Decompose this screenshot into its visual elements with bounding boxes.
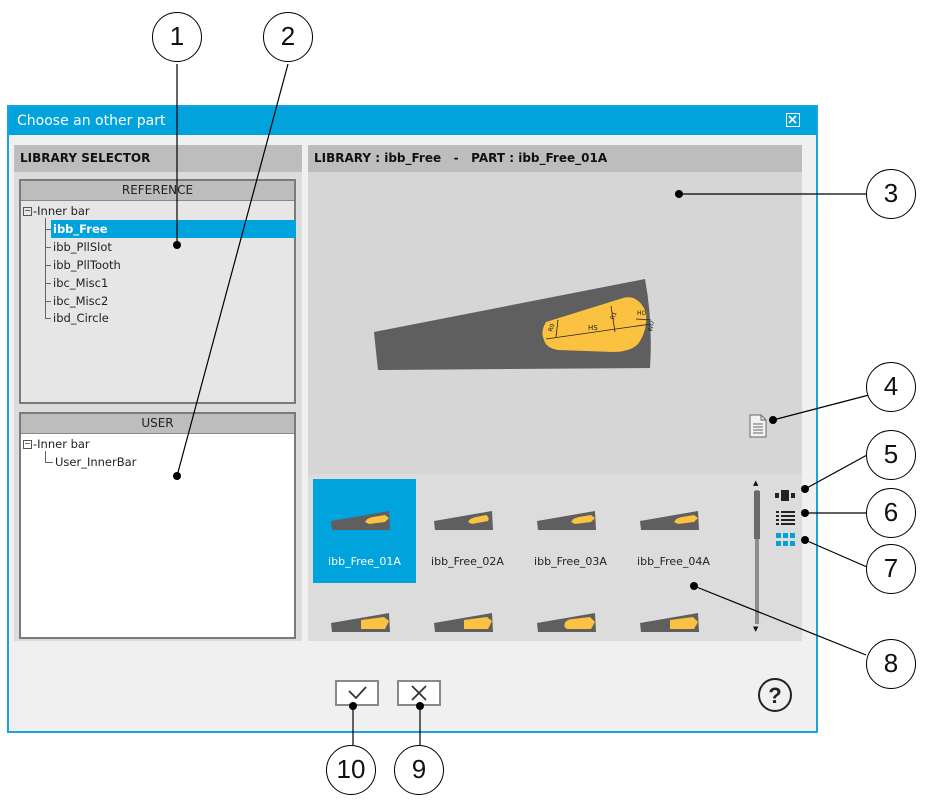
part-thumbnail-icon <box>434 511 493 530</box>
part-thumbnail-icon <box>331 511 390 530</box>
gallery-item-ibb-free-01a[interactable]: ibb_Free_01A <box>313 479 416 583</box>
callout-6: 6 <box>866 488 916 538</box>
dim-label-r1: R1 <box>609 311 618 321</box>
help-question-icon: ? <box>758 678 792 712</box>
slot-shape <box>542 297 647 352</box>
dim-label-hs: HS <box>588 324 598 332</box>
cancel-button[interactable] <box>397 680 441 706</box>
scrollbar-track[interactable] <box>755 490 759 624</box>
gallery-item-row2[interactable] <box>519 601 622 641</box>
carousel-view-icon[interactable] <box>775 487 795 506</box>
tree-item-ibb-pllslot[interactable]: ibb_PllSlot <box>53 240 112 254</box>
part-thumbnail-icon <box>537 613 596 632</box>
library-selector-header: LIBRARY SELECTOR <box>14 145 302 172</box>
library-selector-panel: LIBRARY SELECTOR REFERENCE −-Inner bar i… <box>14 145 302 641</box>
grid-view-icon[interactable] <box>776 532 796 551</box>
callout-1: 1 <box>152 12 202 62</box>
callout-10: 10 <box>326 745 376 795</box>
dim-label-wo: WO <box>647 320 656 332</box>
gallery-item-ibb-free-03a[interactable]: ibb_Free_03A <box>519 479 622 583</box>
reference-header: REFERENCE <box>21 181 294 201</box>
library-part-header: LIBRARY : ibb_Free - PART : ibb_Free_01A <box>308 145 802 172</box>
help-button[interactable]: ? <box>755 675 795 719</box>
document-icon[interactable] <box>749 414 767 442</box>
part-drawing: HS R0 R1 HO WO <box>374 279 656 370</box>
gallery-item-row2[interactable] <box>313 601 416 641</box>
callout-8: 8 <box>866 639 916 689</box>
cross-icon <box>411 685 427 701</box>
gallery-item-row2[interactable] <box>622 601 725 641</box>
part-preview-area: HS R0 R1 HO WO <box>308 172 802 474</box>
callout-4: 4 <box>866 362 916 412</box>
scrollbar-thumb[interactable] <box>754 491 760 539</box>
gallery-item-ibb-free-02a[interactable]: ibb_Free_02A <box>416 479 519 583</box>
gallery-item-label: ibb_Free_01A <box>328 555 401 568</box>
tree-item-ibc-misc2[interactable]: ibc_Misc2 <box>53 294 109 308</box>
part-thumbnail-icon <box>640 511 699 530</box>
user-header: USER <box>21 414 294 434</box>
checkmark-icon <box>348 686 367 700</box>
dialog-title: Choose an other part <box>17 113 166 129</box>
tree-item-ibc-misc1[interactable]: ibc_Misc1 <box>53 276 109 290</box>
gallery-item-ibb-free-04a[interactable]: ibb_Free_04A <box>622 479 725 583</box>
dim-label-r0: R0 <box>547 323 556 333</box>
part-gallery: ibb_Free_01A ibb_Free_02A ibb_Free_03A i… <box>308 474 802 641</box>
svg-text:?: ? <box>768 683 781 708</box>
user-tree-node-inner-bar[interactable]: −-Inner bar <box>23 437 90 451</box>
tree-node-inner-bar[interactable]: −-Inner bar <box>23 204 90 218</box>
tree-node-label: Inner bar <box>37 204 90 218</box>
gallery-item-row2[interactable] <box>416 601 519 641</box>
callout-2: 2 <box>263 12 313 62</box>
gallery-item-label: ibb_Free_02A <box>431 555 504 568</box>
close-x-icon <box>788 115 797 124</box>
ok-button[interactable] <box>335 680 379 706</box>
tree-item-ibb-plltooth[interactable]: ibb_PllTooth <box>53 258 121 272</box>
gallery-item-label: ibb_Free_03A <box>534 555 607 568</box>
callout-7: 7 <box>866 544 916 594</box>
choose-part-dialog: Choose an other part LIBRARY SELECTOR RE… <box>7 105 818 733</box>
part-preview-panel: LIBRARY : ibb_Free - PART : ibb_Free_01A… <box>308 145 802 641</box>
callout-5: 5 <box>866 430 916 480</box>
part-thumbnail-icon <box>537 511 596 530</box>
collapse-icon[interactable]: − <box>23 439 32 449</box>
reference-tree: REFERENCE −-Inner bar ibb_Free ibb_PllSl… <box>19 179 296 404</box>
callout-3: 3 <box>866 169 916 219</box>
part-thumbnail-icon <box>640 613 699 632</box>
dim-label-ho: HO <box>637 310 647 317</box>
collapse-icon[interactable]: − <box>23 206 32 216</box>
tree-node-label: Inner bar <box>37 437 90 451</box>
user-tree: USER −-Inner bar User_InnerBar <box>19 412 296 639</box>
callout-9: 9 <box>394 745 444 795</box>
gallery-item-label: ibb_Free_04A <box>637 555 710 568</box>
tree-item-ibb-free[interactable]: ibb_Free <box>51 220 296 238</box>
part-thumbnail-icon <box>434 613 493 632</box>
list-view-icon[interactable] <box>776 510 796 529</box>
user-tree-item-user-innerbar[interactable]: User_InnerBar <box>55 455 137 469</box>
dialog-titlebar: Choose an other part <box>9 107 816 135</box>
scroll-up-button[interactable]: ▲ <box>753 479 759 487</box>
part-thumbnail-icon <box>331 613 390 632</box>
tree-item-ibd-circle[interactable]: ibd_Circle <box>53 311 109 325</box>
scroll-down-button[interactable]: ▼ <box>753 625 759 633</box>
close-button[interactable] <box>786 113 800 127</box>
